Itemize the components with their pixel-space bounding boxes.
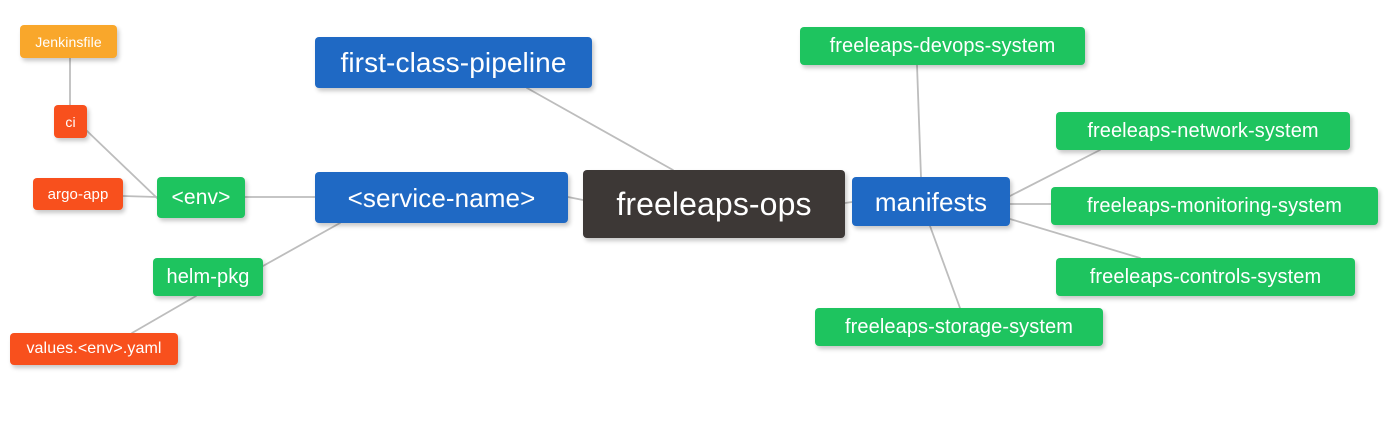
node-freeleaps-network-system[interactable]: freeleaps-network-system	[1056, 112, 1350, 150]
node-service-name[interactable]: <service-name>	[315, 172, 568, 223]
node-values-env-yaml[interactable]: values.<env>.yaml	[10, 333, 178, 365]
node-freeleaps-devops-system[interactable]: freeleaps-devops-system	[800, 27, 1085, 65]
node-freeleaps-ops[interactable]: freeleaps-ops	[583, 170, 845, 238]
node-first-class-pipeline[interactable]: first-class-pipeline	[315, 37, 592, 88]
node-manifests[interactable]: manifests	[852, 177, 1010, 226]
edge-service-name-to-freeleaps-ops	[567, 196, 584, 201]
node-helm-pkg[interactable]: helm-pkg	[153, 258, 263, 296]
node-freeleaps-monitoring-system[interactable]: freeleaps-monitoring-system	[1051, 187, 1378, 225]
node-jenkinsfile[interactable]: Jenkinsfile	[20, 25, 117, 58]
edge-service-name-to-helm-pkg	[262, 222, 341, 267]
node-argo-app[interactable]: argo-app	[33, 178, 123, 210]
node-ci[interactable]: ci	[54, 105, 87, 138]
edge-manifests-to-freeleaps-devops-system	[916, 64, 922, 178]
edge-argo-app-to-env	[122, 195, 158, 198]
edge-helm-pkg-to-values-env-yaml	[131, 295, 197, 334]
edge-freeleaps-ops-to-manifests	[844, 201, 853, 204]
node-freeleaps-controls-system[interactable]: freeleaps-controls-system	[1056, 258, 1355, 296]
edge-first-class-pipeline-to-freeleaps-ops	[526, 87, 674, 171]
node-freeleaps-storage-system[interactable]: freeleaps-storage-system	[815, 308, 1103, 346]
edge-manifests-to-freeleaps-storage-system	[929, 225, 961, 309]
node-env[interactable]: <env>	[157, 177, 245, 218]
